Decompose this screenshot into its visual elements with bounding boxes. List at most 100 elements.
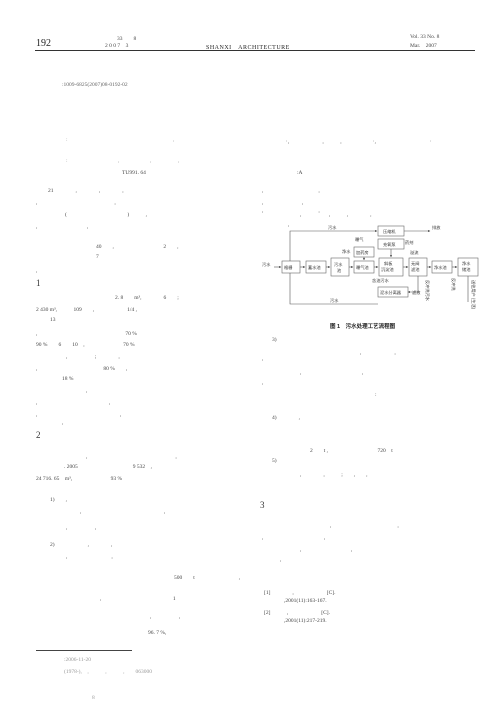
text-line: ,	[288, 222, 290, 228]
text-line: 2. 8 m³, 6 ;	[115, 295, 179, 301]
text-line: 500 t ,	[174, 575, 241, 581]
footer-mark: 8	[92, 695, 95, 701]
label-pure-water-tank: 净水 储池	[462, 260, 472, 273]
abstract-mark: ,	[150, 158, 152, 164]
text-line: , ,	[66, 525, 97, 531]
label-backwash2: 反冲洗	[450, 278, 457, 291]
figure-caption: 图 1 污水处理工艺流程图	[330, 322, 396, 330]
abstract-mark: :	[66, 158, 68, 164]
reference-line: ,2001(11):163-167.	[284, 598, 327, 604]
text-line: , ,	[80, 509, 166, 515]
label-screen: 格栅	[284, 264, 292, 271]
text-line: 5)	[272, 458, 277, 464]
text-line: 4) ,	[272, 415, 300, 421]
flow-edge	[407, 276, 419, 294]
text-line: , 80 % ,	[36, 366, 128, 372]
author-info: (1978-), , , , 063000	[64, 669, 152, 675]
label-sludge-separator: 泥水分离器	[380, 289, 402, 296]
label-blower: 压缩机	[383, 228, 396, 235]
text-line: , , ; , ,	[300, 472, 368, 478]
text-line: ,	[262, 356, 264, 362]
text-line: , ; ,	[66, 354, 120, 360]
text-line: , ,	[36, 224, 89, 230]
label-regulating-tank: 蓄水池	[308, 264, 321, 271]
label-coag-tank: 斜板 沉淀池	[381, 260, 394, 273]
flowchart-svg: 污水 格栅 蓄水池 污水 池 曝气池 加药房 斜板 沉淀池 无阀 滤池 净水池 …	[262, 224, 479, 330]
journal-name: SHANXI ARCHITECTURE	[206, 45, 290, 51]
label-aeration-tank: 曝气池	[356, 264, 369, 270]
text-line: , ,	[36, 400, 111, 406]
abstract-mark: ,	[430, 137, 432, 143]
text-line: , ,	[360, 350, 396, 356]
text-line: , ,	[66, 554, 113, 560]
label-settling-tank: 污水 池	[334, 261, 344, 273]
section-number: 2	[36, 430, 41, 440]
label-pure-water-tank-line1: 净水	[462, 260, 471, 267]
reference-line: [2] , [C].	[264, 610, 330, 616]
text-line: , 70 %	[36, 331, 137, 337]
classification-code: TU991. 64	[122, 170, 146, 176]
label-sewage: 污水	[262, 261, 271, 268]
label-backwash: 溢流	[410, 249, 419, 256]
label-adsorption-tank-line1: 无阀	[411, 260, 419, 267]
label-aeration: 曝气	[355, 236, 364, 242]
text-line: 7	[96, 254, 99, 260]
text-line: . 2005 9 532 ,	[64, 464, 153, 470]
label-filtrate: 滤液	[412, 289, 421, 296]
article-id: :1009-6825(2007)08-0192-02	[62, 82, 128, 88]
label-sewage-top: 污水	[328, 224, 337, 231]
text-line: , , , ,	[300, 212, 372, 218]
volume-number-cn: 33 8	[117, 36, 137, 42]
text-line: 2 430 m³, 109 , 1/4 ,	[36, 307, 137, 313]
label-discharge: 排放	[432, 224, 441, 231]
abstract-mark: ,	[373, 137, 375, 143]
page-number: 192	[36, 38, 51, 49]
text-line: ( ) ,	[65, 212, 148, 218]
text-line: 40 , 2 ,	[96, 244, 179, 250]
text-line: , ,	[86, 454, 177, 460]
text-line: 13	[50, 317, 56, 323]
issue-date-cn: 2 0 0 7 3	[105, 43, 129, 49]
node-settling-tank	[330, 257, 350, 277]
label-adsorption-tank: 无阀 滤池	[411, 260, 421, 273]
label-coag-tank-line1: 斜板	[384, 260, 393, 267]
label-settling-tank-line1: 污水	[334, 261, 343, 268]
header-rule	[35, 50, 475, 51]
text-line: , ,	[262, 188, 320, 194]
label-settling-tank-line2: 池	[337, 267, 342, 273]
text-line: 1) ,	[50, 497, 67, 503]
text-line: 90 % 6 10 , 70 %	[36, 342, 135, 348]
text-line: 18 %	[62, 376, 74, 382]
section-number: 1	[36, 278, 41, 288]
reference-line: ,2001(11):217-219.	[284, 618, 327, 624]
text-line: , ,	[300, 370, 364, 376]
text-line: ,	[262, 380, 264, 386]
label-sludge: 含油污水	[372, 277, 390, 284]
label-sewage-bottom: 污水	[330, 297, 339, 304]
text-line: , ,	[36, 412, 122, 418]
text-line: 24 716. 65 m³, 93 %	[36, 476, 123, 482]
text-line: 96. 7 %,	[148, 630, 167, 636]
text-line: 2 t , 720 t	[310, 448, 393, 454]
label-pure-water-tank-line2: 储池	[462, 266, 471, 273]
text-line: 3)	[272, 337, 277, 343]
text-line: 21 , , ,	[48, 188, 124, 194]
process-flow-diagram: 污水 格栅 蓄水池 污水 池 曝气池 加药房 斜板 沉淀池 无阀 滤池 净水池 …	[260, 222, 492, 332]
document-code: :A	[297, 170, 303, 176]
footnote-rule	[36, 650, 132, 651]
label-carbon-tank: 充氧泵	[383, 241, 396, 248]
text-line: 2) , ,	[50, 542, 113, 548]
text-line: , ,	[330, 523, 399, 529]
text-line: , ,	[150, 614, 181, 620]
text-line: , ,	[262, 200, 304, 206]
text-line: , ,	[36, 200, 116, 206]
label-clear-water-tank: 净水池	[434, 264, 447, 271]
text-line: , ,	[300, 547, 353, 553]
flow-edge	[289, 273, 378, 305]
text-line: ,	[86, 388, 88, 394]
text-line: ,	[280, 557, 282, 563]
text-line: :	[375, 392, 377, 398]
text-line: , ,	[262, 208, 320, 214]
section-number: 3	[260, 500, 265, 510]
flow-edge	[289, 229, 378, 261]
